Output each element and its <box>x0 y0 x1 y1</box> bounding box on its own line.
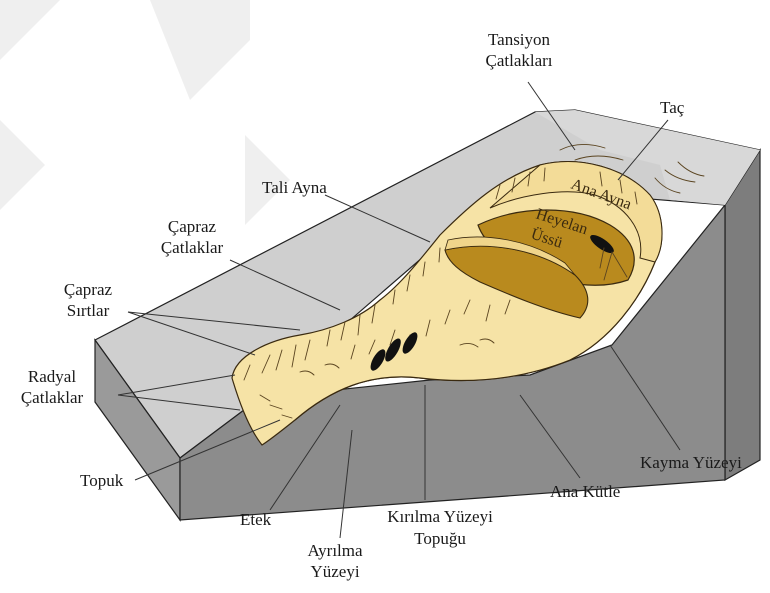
label-tac: Taç <box>660 98 685 117</box>
label-topuk: Topuk <box>80 471 124 490</box>
label-tansiyon-2: Çatlakları <box>485 51 552 70</box>
label-capraz-sirtlar-1: Çapraz <box>64 280 113 299</box>
watermark <box>0 0 290 225</box>
label-tansiyon-1: Tansiyon <box>488 30 551 49</box>
label-capraz-sirtlar-2: Sırtlar <box>67 301 110 320</box>
label-ayrilma-1: Ayrılma <box>307 541 363 560</box>
label-ana-kutle: Ana Kütle <box>550 482 620 501</box>
label-ayrilma-2: Yüzeyi <box>310 562 359 581</box>
label-radyal-1: Radyal <box>28 367 76 386</box>
slope-right-face <box>725 150 760 480</box>
label-radyal-2: Çatlaklar <box>21 388 84 407</box>
label-tali-ayna: Tali Ayna <box>262 178 327 197</box>
label-kirilma-2: Topuğu <box>414 529 466 548</box>
label-kayma-yuzeyi: Kayma Yüzeyi <box>640 453 742 472</box>
label-kirilma-1: Kırılma Yüzeyi <box>387 507 493 526</box>
label-etek: Etek <box>240 510 272 529</box>
label-capraz-catlaklar-1: Çapraz <box>168 217 217 236</box>
label-capraz-catlaklar-2: Çatlaklar <box>161 238 224 257</box>
